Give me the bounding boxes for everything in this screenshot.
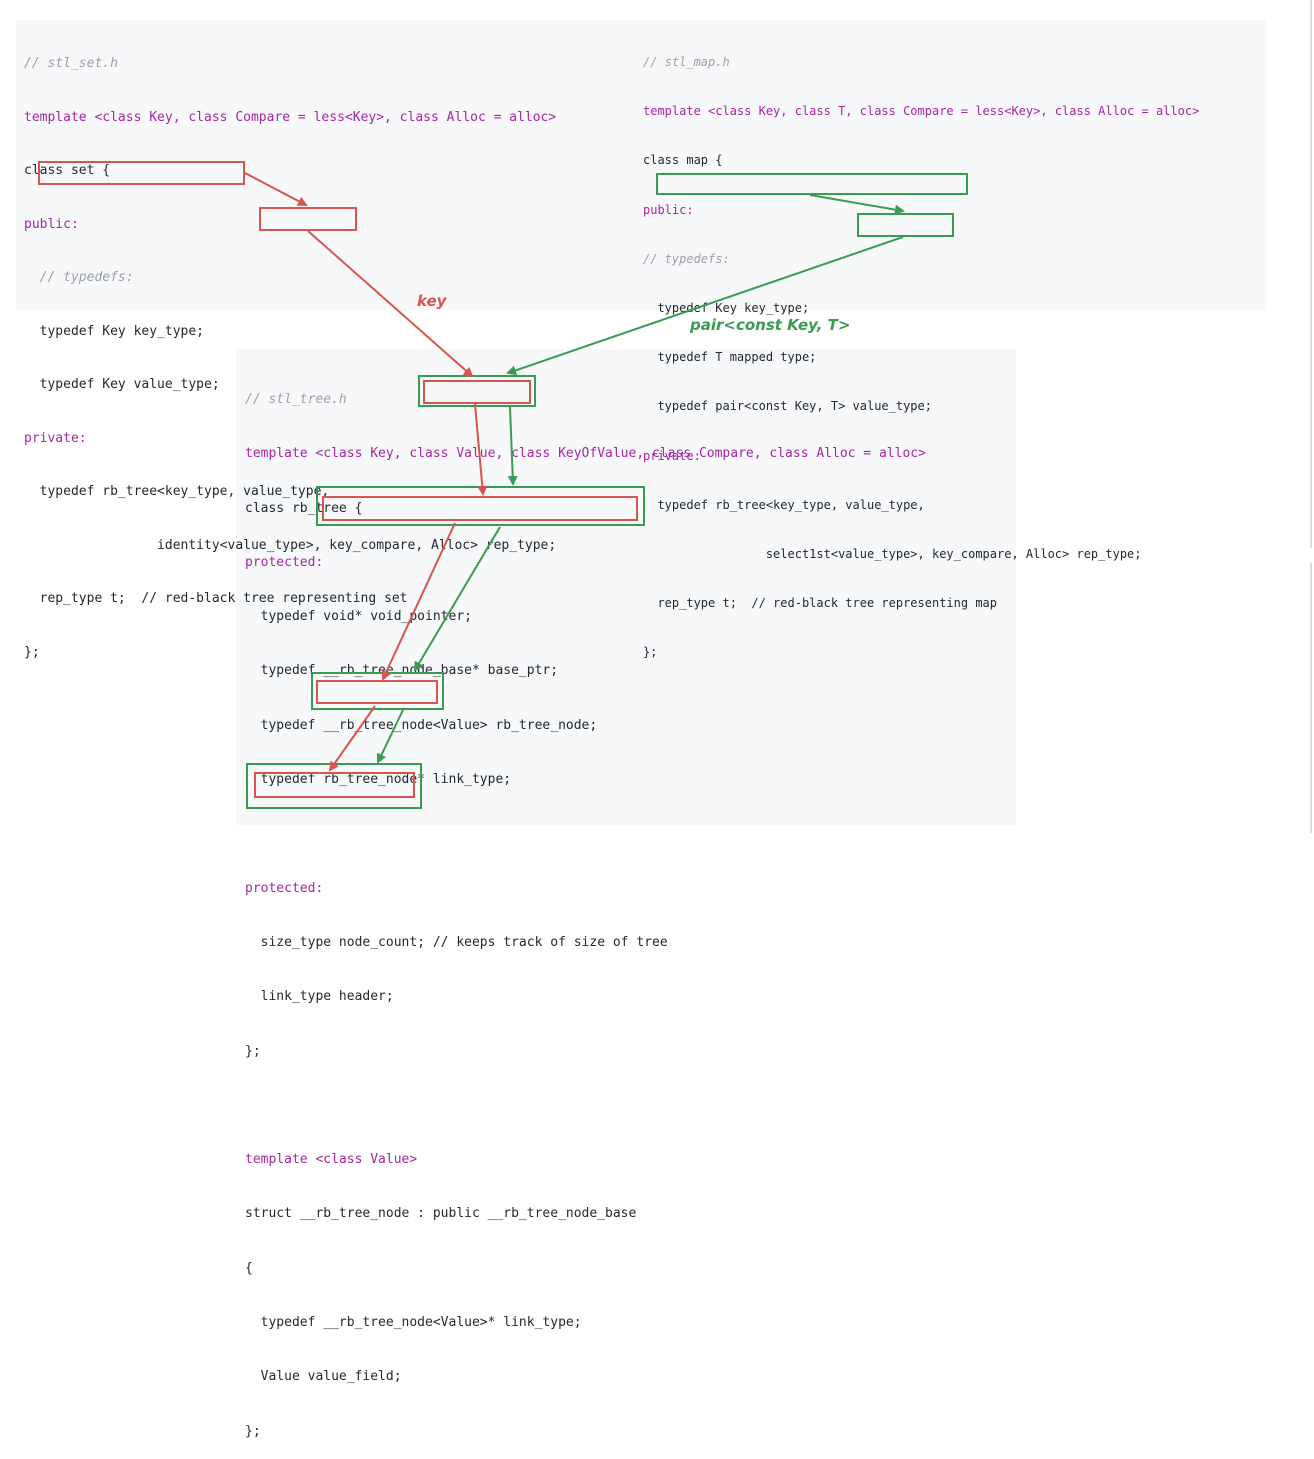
code-line: typedef Key value_type; [24, 377, 220, 392]
code-line: }; [24, 644, 40, 660]
code-line: size_type node_count; // keeps track of … [245, 934, 668, 950]
code-line: rep_type t; // red-black tree representi… [643, 596, 998, 611]
map-rb-tree-value-type-highlight [857, 213, 954, 237]
tree-class-value-outer-highlight [418, 375, 536, 407]
value-field-inner-highlight [254, 772, 415, 798]
code-line: typedef Key key_type; [24, 323, 205, 339]
code-line: template <class Key, class Value, class … [245, 446, 926, 462]
set-key-label: key [417, 292, 447, 310]
code-line: template <class Key, class Compare = les… [24, 109, 557, 125]
code-line: typedef rb_tree_node* link_type; [245, 772, 512, 788]
code-line: template <class Value> [245, 1152, 418, 1168]
code-line: typedef Key key_type; [643, 300, 810, 315]
code-line: template <class Key, class T, class Comp… [643, 104, 1200, 119]
code-line: class rb_tree { [245, 500, 363, 516]
code-line: { [245, 1260, 253, 1276]
code-line: private: [643, 448, 701, 463]
node-template-value-outer-highlight [311, 672, 444, 710]
code-line: // typedefs: [643, 251, 730, 266]
code-line: private: [24, 430, 87, 446]
stl-map-code-panel [634, 20, 1266, 310]
code-line: // typedefs: [24, 270, 134, 285]
code-line: Value value_field; [245, 1369, 402, 1385]
map-pair-flow-arrows [376, 194, 905, 764]
tree-rb-tree-node-inner-highlight [322, 496, 638, 521]
code-line: typedef __rb_tree_node<Value>* link_type… [245, 1315, 582, 1331]
code-line: }; [245, 1423, 261, 1439]
set-rb-tree-value-type-highlight [259, 207, 357, 231]
code-line: public: [643, 202, 694, 217]
code-line: // stl_tree.h [245, 392, 347, 407]
code-line: identity<value_type>, key_compare, Alloc… [24, 537, 557, 553]
code-line: // stl_map.h [643, 55, 730, 69]
code-line: protected: [245, 880, 324, 896]
code-line: class map { [643, 153, 723, 168]
code-line: struct __rb_tree_node : public __rb_tree… [245, 1206, 637, 1222]
map-pair-label: pair<const Key, T> [690, 316, 851, 334]
stl-map-code: // stl_map.h template <class Key, class … [643, 24, 1199, 677]
code-line: typedef rb_tree<key_type, value_type, [643, 497, 925, 512]
set-key-flow-arrows [244, 172, 488, 772]
code-line: rep_type t; // red-black tree representi… [24, 591, 408, 606]
code-line: }; [643, 645, 658, 660]
code-line [245, 1094, 926, 1118]
map-value-type-highlight [656, 173, 968, 195]
code-line: typedef __rb_tree_node_base* base_ptr; [245, 663, 559, 679]
code-line: select1st<value_type>, key_compare, Allo… [643, 546, 1142, 561]
page-edge-divider-top [1310, 0, 1312, 548]
flow-arrows [244, 172, 905, 772]
stl-tree-code-panel [236, 349, 1016, 825]
code-line: typedef pair<const Key, T> value_type; [643, 399, 932, 414]
code-line: class set { [24, 163, 111, 178]
page-edge-divider-bottom [1310, 563, 1312, 833]
stl-set-code: // stl_set.h template <class Key, class … [24, 22, 556, 679]
code-line: typedef rb_tree<key_type, value_type, [24, 484, 330, 499]
code-line: // stl_set.h [24, 56, 118, 71]
tree-class-value-inner-highlight [423, 380, 531, 404]
stl-set-code-panel [16, 20, 634, 310]
set-value-type-highlight [38, 161, 245, 185]
code-line: public: [24, 216, 79, 232]
code-line: protected: [245, 554, 324, 570]
code-line: link_type header; [245, 989, 394, 1005]
code-line: typedef T mapped type; [643, 350, 817, 365]
node-template-value-inner-highlight [316, 680, 438, 704]
code-line: }; [245, 1043, 261, 1059]
code-line: typedef void* void_pointer; [245, 609, 472, 625]
